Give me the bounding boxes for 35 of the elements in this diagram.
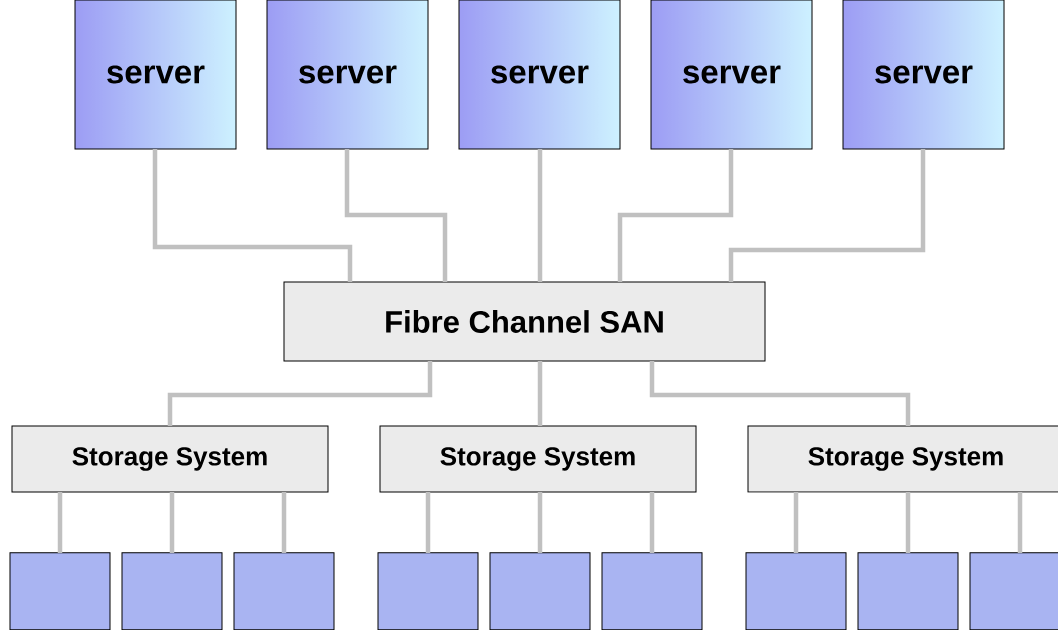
connector-line	[537, 149, 543, 282]
storage-system-box: Storage System	[747, 425, 1058, 493]
connector-line	[617, 149, 734, 282]
disk-cylinder	[489, 552, 591, 630]
server-box: server	[842, 0, 1005, 150]
connector-line	[344, 149, 448, 282]
connector-line	[57, 492, 63, 553]
storage-system-box: Storage System	[379, 425, 697, 493]
server-box: server	[74, 0, 237, 150]
connector-line	[1017, 492, 1023, 553]
connector-line	[537, 492, 543, 553]
connector-line	[537, 361, 543, 426]
connector-line	[169, 492, 175, 553]
disk-cylinder	[9, 552, 111, 630]
connector-line	[793, 492, 799, 553]
disk-cylinder	[377, 552, 479, 630]
connector-line	[649, 361, 911, 426]
server-box: server	[266, 0, 429, 150]
disk-cylinder	[601, 552, 703, 630]
connector-line	[152, 149, 353, 282]
connector-line	[905, 492, 911, 553]
connector-line	[649, 492, 655, 553]
connector-line	[167, 361, 433, 426]
storage-system-box: Storage System	[11, 425, 329, 493]
disk-cylinder	[121, 552, 223, 630]
disk-cylinder	[857, 552, 959, 630]
connector-line	[425, 492, 431, 553]
server-box: server	[458, 0, 621, 150]
disk-cylinder	[969, 552, 1058, 630]
disk-cylinder	[233, 552, 335, 630]
server-box: server	[650, 0, 813, 150]
connector-line	[728, 149, 926, 282]
san-box: Fibre Channel SAN	[283, 281, 766, 362]
disk-cylinder	[745, 552, 847, 630]
connector-line	[281, 492, 287, 553]
